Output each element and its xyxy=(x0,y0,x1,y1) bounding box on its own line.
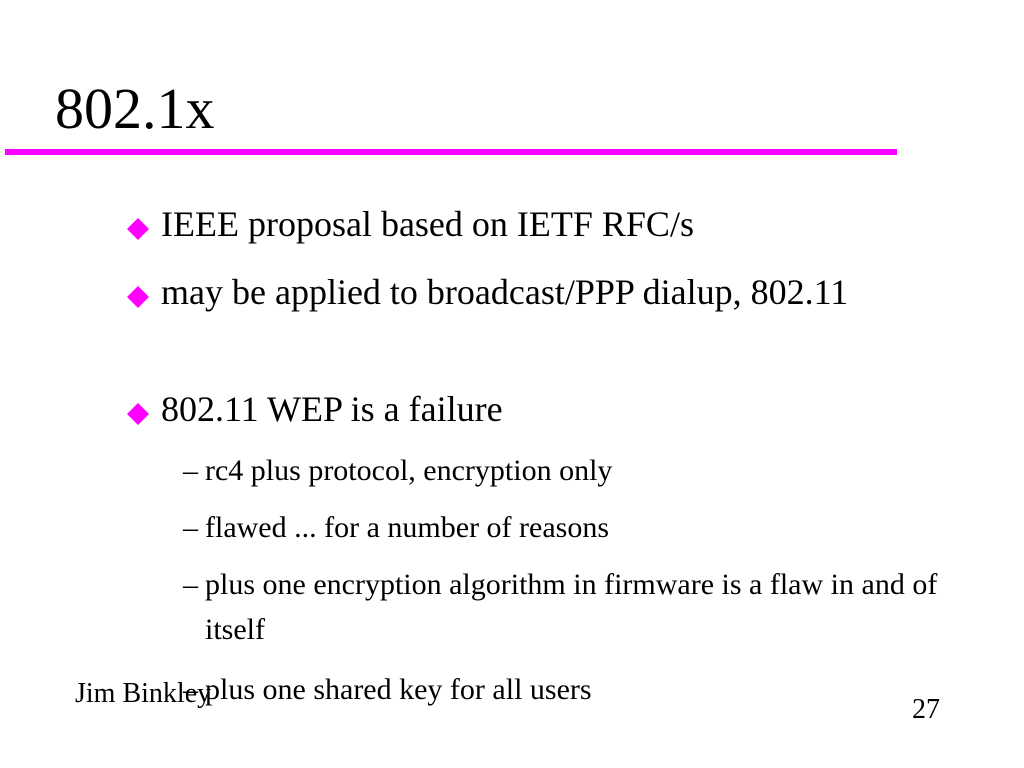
sub-bullet-item: – plus one shared key for all users xyxy=(183,667,592,712)
title-underline xyxy=(5,149,897,155)
dash-marker: – xyxy=(183,568,198,601)
bullet-text: IEEE proposal based on IETF RFC/s xyxy=(161,204,694,244)
bullet-item: IEEE proposal based on IETF RFC/s xyxy=(126,199,694,249)
bullet-item: 802.11 WEP is a failure xyxy=(126,384,503,434)
bullet-text: may be applied to broadcast/PPP dialup, … xyxy=(161,272,849,312)
sub-bullet-item: – plus one encryption algorithm in firmw… xyxy=(183,562,973,652)
diamond-bullet-icon xyxy=(127,286,149,308)
dash-marker: – xyxy=(183,673,198,706)
bullet-item: may be applied to broadcast/PPP dialup, … xyxy=(126,267,926,317)
page-number: 27 xyxy=(912,694,940,725)
sub-bullet-item: – flawed ... for a number of reasons xyxy=(183,505,609,550)
footer-author: Jim Binkley xyxy=(75,678,212,709)
diamond-bullet-icon xyxy=(127,218,149,240)
sub-bullet-text: flawed ... for a number of reasons xyxy=(205,511,610,544)
sub-bullet-text: plus one encryption algorithm in firmwar… xyxy=(205,568,938,646)
bullet-text: 802.11 WEP is a failure xyxy=(161,389,503,429)
diamond-bullet-icon xyxy=(127,403,149,425)
sub-bullet-item: – rc4 plus protocol, encryption only xyxy=(183,448,612,493)
sub-bullet-text: rc4 plus protocol, encryption only xyxy=(205,454,613,487)
sub-bullet-text: plus one shared key for all users xyxy=(205,673,592,706)
dash-marker: – xyxy=(183,511,198,544)
dash-marker: – xyxy=(183,454,198,487)
slide-title: 802.1x xyxy=(55,76,215,141)
